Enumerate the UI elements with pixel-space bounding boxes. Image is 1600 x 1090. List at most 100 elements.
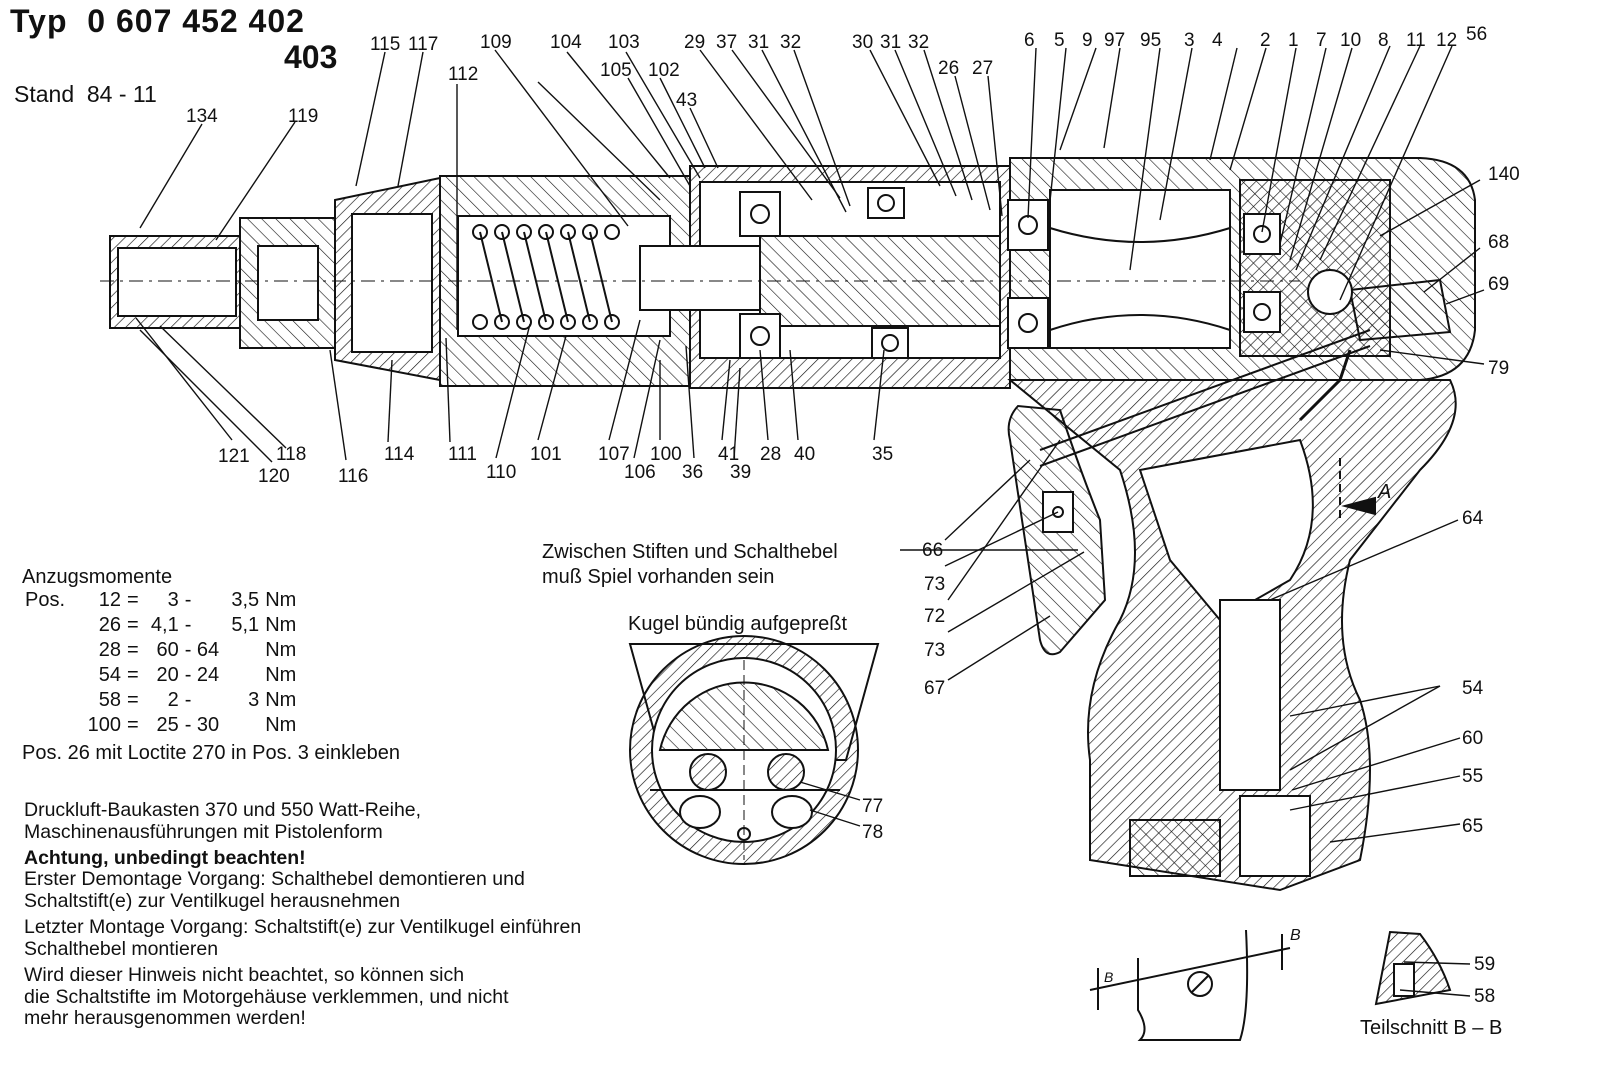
part-number-label: 117 [408,34,438,55]
assembly-notes: Druckluft-Baukasten 370 und 550 Watt-Rei… [24,799,582,1034]
part-number-label: 26 [938,58,959,79]
torque-pos: 54 [98,664,122,687]
part-number-label: 8 [1378,30,1389,51]
loctite-note: Pos. 26 mit Loctite 270 in Pos. 3 einkle… [22,742,401,764]
part-number-label: 78 [862,822,883,843]
part-number-label: 65 [1462,816,1483,837]
part-number-label: 103 [608,32,640,53]
part-number-label: 36 [682,462,703,483]
part-number-label: 54 [1462,678,1484,699]
part-number-label: 106 [624,462,656,483]
section-view-b [1089,458,1452,1041]
part-number-label: 102 [648,60,680,81]
part-number-label: 77 [862,796,883,817]
torque-pos: 100 [87,714,122,737]
note-line: Wird dieser Hinweis nicht beachtet, so k… [24,963,509,1030]
torque-to: 5,1 [231,614,260,637]
torque-from: 60 [156,639,179,662]
trigger-lever [1007,329,1371,656]
torque-eq: = [127,639,139,662]
torque-from: 4,1 [150,614,179,637]
part-number-label: 58 [1474,986,1495,1007]
part-number-label: 134 [186,106,218,127]
part-number-label: 79 [1488,358,1509,379]
torque-to: 3 [248,689,260,712]
part-number-label: 7 [1316,30,1327,51]
part-number-label: 100 [650,444,682,465]
part-number-label: 97 [1104,30,1125,51]
part-number-label: 39 [730,462,751,483]
drive-shaft [100,226,1300,332]
note-line: Letzter Montage Vorgang: Schaltstift(e) … [24,916,582,960]
torque-pos: 12 [98,589,122,612]
torque-from: 20 [156,664,179,687]
torque-unit: Nm [265,614,297,637]
torque-from: 3 [167,589,179,612]
part-number-label: 118 [276,444,306,465]
part-number-label: 12 [1436,30,1457,51]
type-variant: 403 [284,39,338,75]
part-number-label: 66 [922,540,943,561]
part-number-label: 60 [1462,728,1483,749]
ball-note: Kugel bündig aufgepreßt [628,613,847,635]
play-note-line-1: Zwischen Stiften und Schalthebel [542,541,838,563]
part-number-label: 5 [1054,30,1065,51]
part-number-label: 110 [486,462,516,483]
torque-unit: Nm [265,589,297,612]
torque-eq: = [127,614,139,637]
part-number-label: 31 [748,32,769,53]
torque-to [222,713,262,738]
torque-dash: - 30 [184,714,220,737]
torque-dash: - [184,614,192,637]
part-number-label: 116 [338,466,368,487]
part-number-label: 43 [676,90,697,111]
part-number-label: 64 [1462,508,1484,529]
torque-title: Anzugsmomente [22,566,173,588]
torque-eq: = [127,714,139,737]
torque-unit: Nm [265,689,297,712]
part-number-label: 111 [448,444,477,465]
part-number-label: 115 [370,34,400,55]
torque-to [222,663,262,688]
torque-eq: = [127,589,139,612]
part-number-label: 112 [448,64,478,85]
part-number-label: 69 [1488,274,1509,295]
torque-eq: = [127,664,139,687]
part-number-label: 32 [780,32,801,53]
torque-unit: Nm [265,639,297,662]
part-number-label: 105 [600,60,632,81]
part-number-label: 37 [716,32,737,53]
part-number-label: 28 [760,444,781,465]
note-line: Erster Demontage Vorgang: Schalthebel de… [24,868,525,913]
part-number-label: 72 [924,606,945,627]
part-number-label: 67 [924,678,945,699]
section-mark-b-right: B [1290,927,1301,944]
part-number-label: 9 [1082,30,1093,51]
part-number-label: 114 [384,444,415,465]
torque-pos: 58 [98,689,122,712]
part-number-label: 11 [1406,30,1426,51]
torque-dash: - 64 [184,639,220,662]
part-number-label: 101 [530,444,562,465]
part-number-label: 6 [1024,30,1035,51]
play-note-line-2: muß Spiel vorhanden sein [542,566,774,588]
part-number-label: 104 [550,32,582,53]
torque-pos: 28 [98,639,122,662]
part-number-label: 121 [218,446,250,467]
part-number-label: 55 [1462,766,1483,787]
callout-texts: Zwischen Stiften und Schalthebel muß Spi… [542,481,1502,1039]
section-mark-b-left: B [1104,969,1113,985]
part-number-label: 3 [1184,30,1195,51]
section-mark-a: A [1377,481,1391,503]
type-number: Typ 0 607 452 402 [10,3,305,39]
bearings [739,187,1281,359]
pos-label: Pos. [25,589,66,612]
part-number-label: 120 [258,466,290,487]
torque-to: 3,5 [231,589,260,612]
torque-from: 2 [167,689,179,712]
